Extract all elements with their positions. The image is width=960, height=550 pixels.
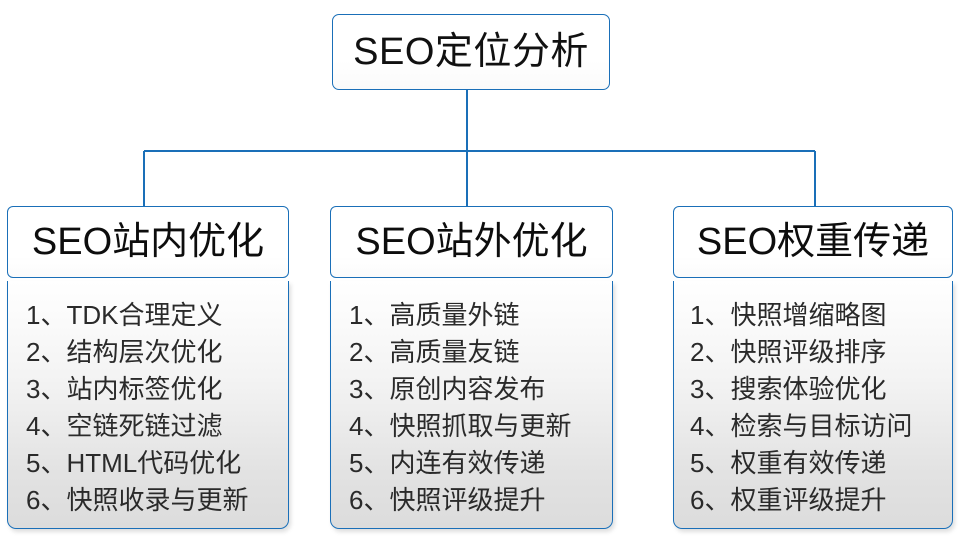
- branch-body-off-site: 1、高质量外链 2、高质量友链 3、原创内容发布 4、快照抓取与更新 5、内连有…: [330, 281, 613, 529]
- list-item: 5、HTML代码优化: [26, 448, 242, 478]
- item-list-off-site: 1、高质量外链 2、高质量友链 3、原创内容发布 4、快照抓取与更新 5、内连有…: [331, 297, 612, 519]
- list-item: 2、快照评级排序: [690, 337, 887, 367]
- list-item: 4、快照抓取与更新: [349, 411, 572, 441]
- list-item: 2、结构层次优化: [26, 337, 223, 367]
- list-item: 5、权重有效传递: [690, 448, 887, 478]
- list-item: 5、内连有效传递: [349, 448, 546, 478]
- list-item: 4、检索与目标访问: [690, 411, 913, 441]
- branch-header-on-site[interactable]: SEO站内优化: [7, 206, 289, 278]
- root-node[interactable]: SEO定位分析: [332, 14, 610, 90]
- branch-header-label: SEO权重传递: [696, 221, 930, 263]
- branch-body-on-site: 1、TDK合理定义 2、结构层次优化 3、站内标签优化 4、空链死链过滤 5、H…: [7, 281, 289, 529]
- list-item: 3、原创内容发布: [349, 374, 546, 404]
- list-item: 6、权重评级提升: [690, 485, 887, 515]
- branch-header-weight-transfer[interactable]: SEO权重传递: [673, 206, 953, 278]
- branch-header-label: SEO站内优化: [31, 221, 265, 263]
- branch-column-weight-transfer: SEO权重传递 1、快照增缩略图 2、快照评级排序 3、搜索体验优化 4、检索与…: [673, 206, 953, 529]
- root-node-title: SEO定位分析: [353, 31, 589, 73]
- list-item: 6、快照收录与更新: [26, 485, 249, 515]
- item-list-on-site: 1、TDK合理定义 2、结构层次优化 3、站内标签优化 4、空链死链过滤 5、H…: [8, 297, 288, 519]
- branch-header-off-site[interactable]: SEO站外优化: [330, 206, 613, 278]
- branch-body-weight-transfer: 1、快照增缩略图 2、快照评级排序 3、搜索体验优化 4、检索与目标访问 5、权…: [673, 281, 953, 529]
- list-item: 6、快照评级提升: [349, 485, 546, 515]
- list-item: 2、高质量友链: [349, 337, 520, 367]
- list-item: 4、空链死链过滤: [26, 411, 223, 441]
- branch-column-on-site: SEO站内优化 1、TDK合理定义 2、结构层次优化 3、站内标签优化 4、空链…: [7, 206, 289, 529]
- branch-column-off-site: SEO站外优化 1、高质量外链 2、高质量友链 3、原创内容发布 4、快照抓取与…: [330, 206, 613, 529]
- list-item: 3、站内标签优化: [26, 374, 223, 404]
- list-item: 3、搜索体验优化: [690, 374, 887, 404]
- branch-header-label: SEO站外优化: [355, 221, 588, 263]
- item-list-weight-transfer: 1、快照增缩略图 2、快照评级排序 3、搜索体验优化 4、检索与目标访问 5、权…: [674, 297, 952, 519]
- list-item: 1、快照增缩略图: [690, 300, 887, 330]
- list-item: 1、TDK合理定义: [26, 300, 223, 330]
- list-item: 1、高质量外链: [349, 300, 520, 330]
